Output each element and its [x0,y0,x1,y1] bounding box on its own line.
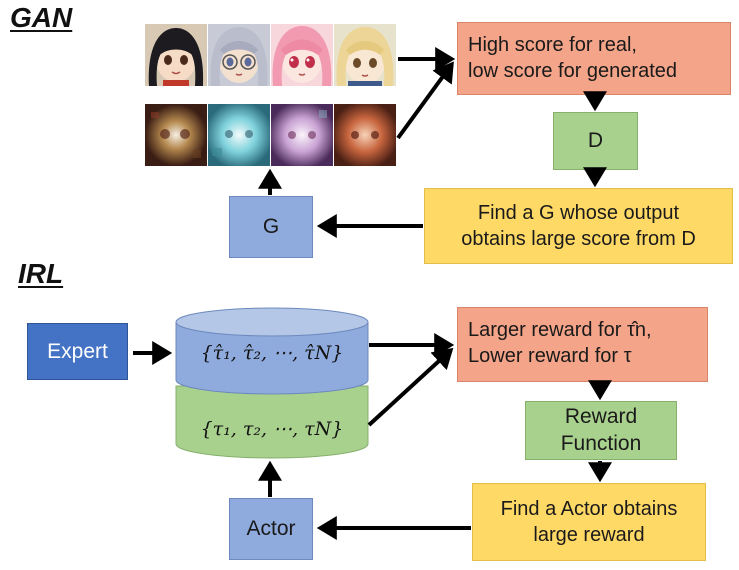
g-label: G [262,215,280,239]
generator-objective-line2: obtains large score from D [461,228,696,250]
actor-set-to-reward-arrow [367,347,454,427]
expert-box: Expert [27,323,128,380]
expert-label: Expert [47,339,108,363]
reward-function-line1: Reward [564,405,638,429]
generated-image-1 [145,104,207,166]
reward-objective-box: Larger reward for τ̂n, Lower reward for … [457,307,708,382]
real-image-2 [208,24,270,86]
discriminator-objective-line2: low score for generated [468,60,678,82]
d-label: D [587,129,604,153]
generated-to-discriminator-arrow [396,61,454,140]
discriminator-objective-line1: High score for real, [468,34,637,56]
generated-image-4 [334,104,396,166]
real-image-3 [271,24,333,86]
generated-image-3 [271,104,333,166]
expert-trajectory-set: {τ̂₁, τ̂₂, ⋯, τ̂N} [200,342,344,364]
reward-function-box: Reward Function [525,401,677,460]
reward-objective-line1: Larger reward for τ̂n, [468,319,652,341]
actor-box: Actor [229,498,313,560]
actor-label: Actor [246,517,296,541]
generator-objective-box: Find a G whose output obtains large scor… [424,188,733,264]
cylinder-top [175,307,369,337]
real-image-1 [145,24,207,86]
generator-objective-line1: Find a G whose output [477,202,680,224]
gan-section-title: GAN [10,2,73,33]
reward-objective-line2: Lower reward for τ [468,345,632,367]
g-box: G [229,196,313,258]
actor-objective-box: Find a Actor obtains large reward [472,483,706,561]
generated-image-2 [208,104,270,166]
actor-objective-line2: large reward [533,524,645,546]
expert-trajectory-cylinder [175,321,369,395]
irl-section-title: IRL [18,258,64,289]
d-box: D [553,112,638,170]
real-image-4 [334,24,396,86]
actor-objective-line1: Find a Actor obtains [500,498,678,520]
actor-trajectory-cylinder [175,385,369,459]
discriminator-objective-box: High score for real, low score for gener… [457,22,731,95]
reward-function-line2: Function [560,431,642,455]
actor-trajectory-set: {τ₁, τ₂, ⋯, τN} [200,418,344,440]
